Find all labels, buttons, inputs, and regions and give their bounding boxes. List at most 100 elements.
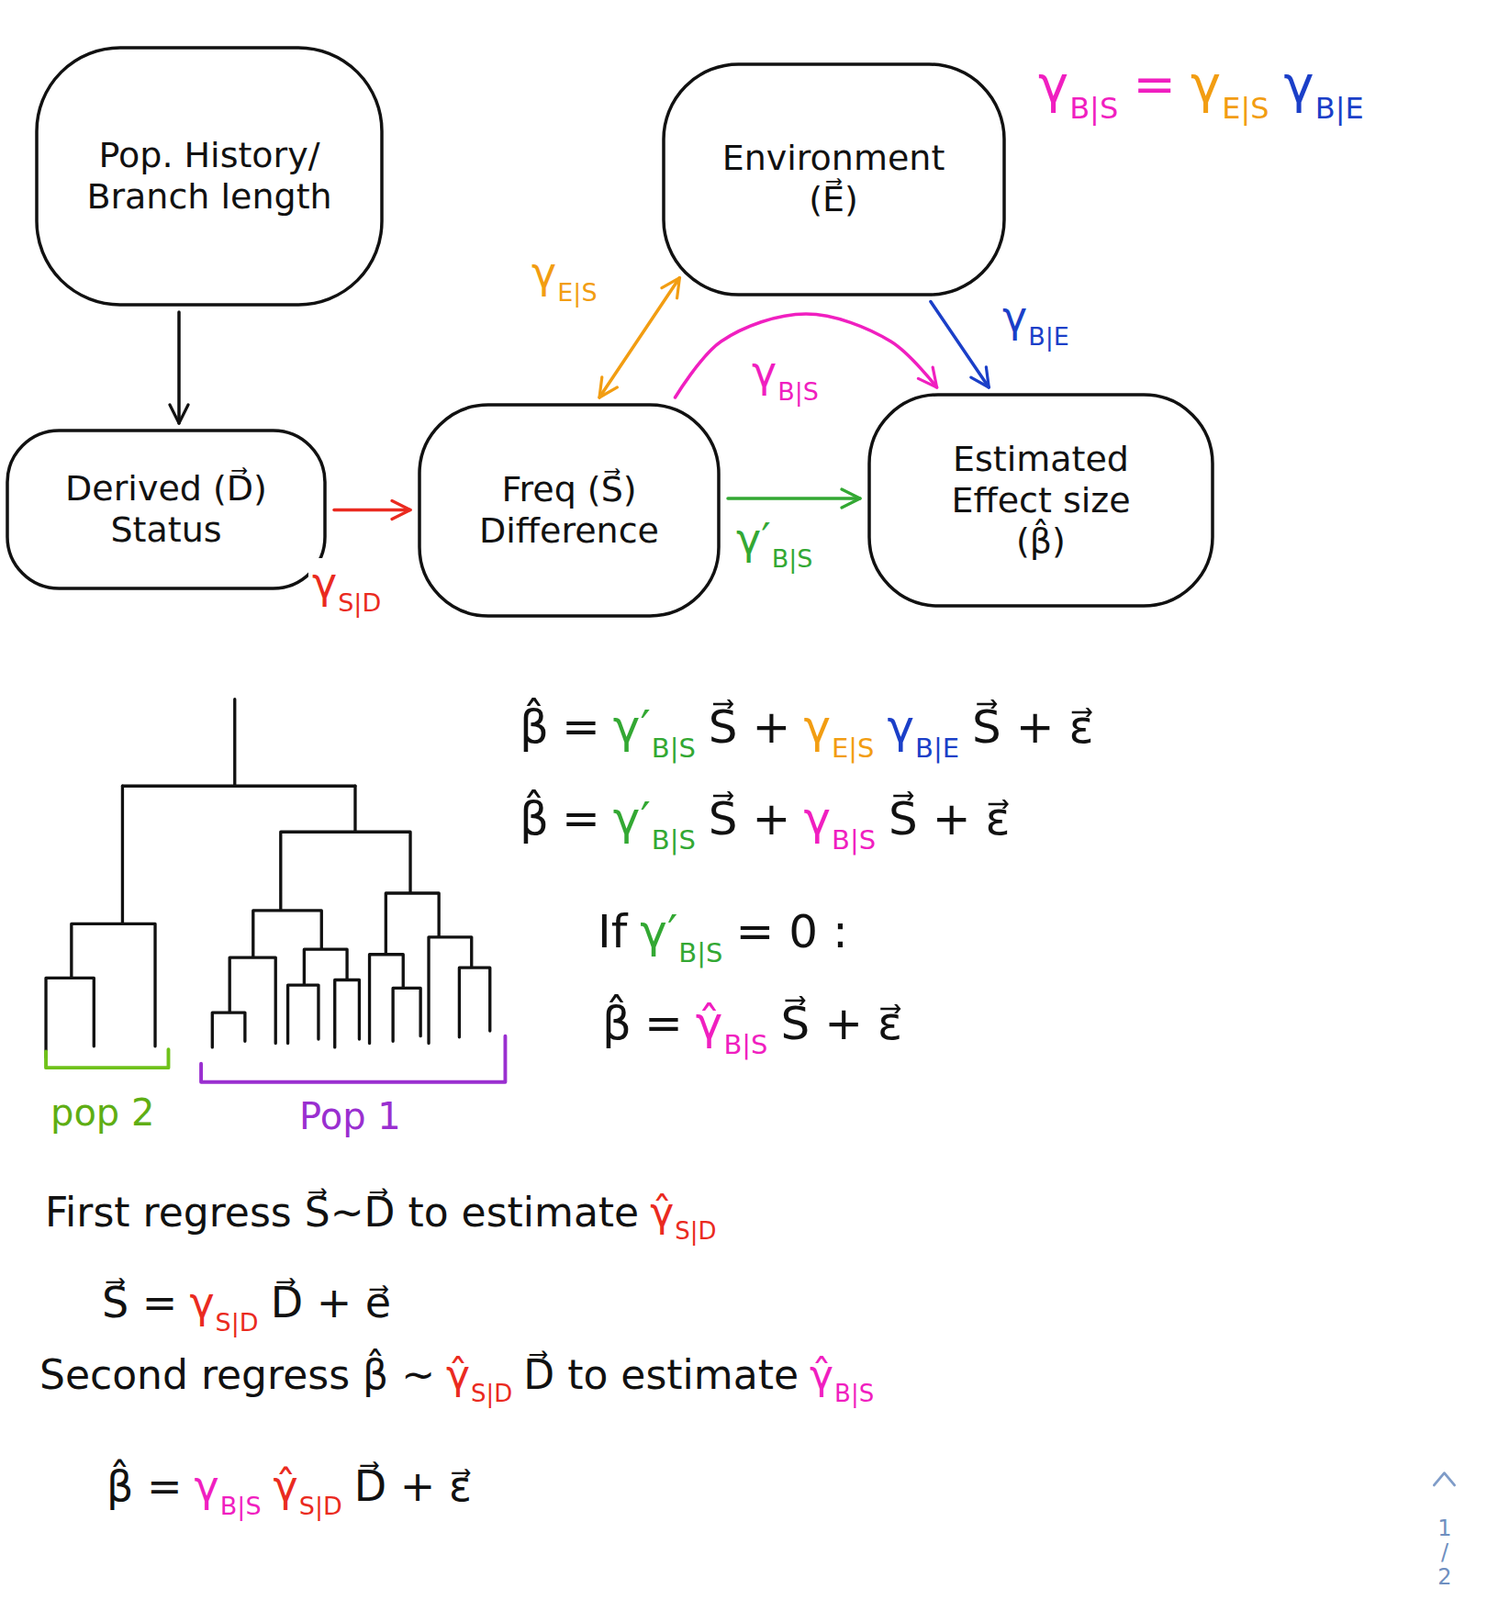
connector-arrow bbox=[727, 496, 861, 501]
math-text: S⃗ + ε⃗ bbox=[781, 995, 903, 1051]
blob-border bbox=[7, 430, 325, 589]
blob-border bbox=[36, 47, 382, 305]
math-text: γ′ bbox=[639, 904, 678, 960]
blob-border bbox=[663, 64, 1005, 295]
math-text: = bbox=[644, 995, 683, 1051]
tree-pop2-clade bbox=[45, 785, 156, 1058]
subscript: E|S bbox=[1221, 90, 1269, 126]
node-label: Derived (D⃗) Status bbox=[42, 468, 291, 551]
connector-arrow bbox=[599, 278, 680, 398]
subscript: S|D bbox=[215, 1308, 259, 1338]
text-line: First regress S⃗~D⃗ to estimateγ̂S|D bbox=[44, 1188, 717, 1246]
pop2-bracket bbox=[45, 1049, 168, 1068]
math-text: = 0 : bbox=[735, 904, 848, 960]
edge-label-group: γS|D bbox=[308, 558, 384, 618]
subscript: B|S bbox=[220, 1491, 262, 1521]
subscript: B|S bbox=[1069, 90, 1119, 126]
math-text: = bbox=[561, 791, 601, 847]
blob-border bbox=[869, 394, 1213, 606]
node-label: Pop. History/ Branch length bbox=[71, 134, 347, 218]
math-text: β̂ bbox=[519, 699, 549, 755]
math-text: γ bbox=[803, 699, 831, 755]
subscript: S|D bbox=[674, 1217, 716, 1246]
connector-arrow bbox=[334, 508, 411, 513]
math-text: Pop 1 bbox=[299, 1094, 402, 1139]
connector-arrow bbox=[177, 312, 181, 424]
math-text: β̂ = bbox=[106, 1461, 183, 1512]
tree-root bbox=[122, 699, 356, 787]
text-line: Ifγ′B|S = 0 : bbox=[596, 904, 849, 970]
math-text: γ bbox=[194, 1461, 220, 1512]
math-text: If bbox=[597, 904, 627, 960]
subscript: S|D bbox=[470, 1379, 513, 1409]
text-line: γB|S=γE|SγB|E bbox=[1037, 53, 1365, 126]
subscript: B|E bbox=[1028, 322, 1070, 352]
math-text: S⃗ + ε⃗ bbox=[888, 791, 1010, 847]
math-text: γ̂ bbox=[809, 1351, 834, 1400]
math-text: γ′ bbox=[736, 514, 772, 565]
connector-arrow bbox=[930, 301, 989, 389]
math-text: γ bbox=[1190, 53, 1221, 115]
math-text: S⃗ = bbox=[101, 1277, 178, 1329]
math-text: γ̂ bbox=[273, 1461, 299, 1512]
text-line: Pop 1 bbox=[298, 1094, 402, 1139]
math-text: γ bbox=[803, 791, 831, 847]
node-label: Estimated Effect size (β̂) bbox=[938, 438, 1145, 562]
node-label: Freq (S⃗) Difference bbox=[454, 469, 684, 552]
subscript: E|S bbox=[831, 732, 875, 765]
math-text: = bbox=[1132, 53, 1176, 115]
text-line: β̂=γ̂B|SS⃗ + ε⃗ bbox=[601, 995, 903, 1062]
math-text: γ bbox=[1284, 53, 1315, 115]
page-up-chevron bbox=[1433, 1473, 1454, 1486]
math-text: γ bbox=[189, 1277, 214, 1329]
edge-label-group: γ′B|S bbox=[732, 514, 816, 574]
subscript: S|D bbox=[337, 588, 381, 618]
math-text: First regress S⃗~D⃗ to estimate bbox=[44, 1188, 639, 1238]
math-text: D⃗ + e⃗ bbox=[270, 1277, 392, 1329]
subscript: B|S bbox=[723, 1028, 768, 1062]
subscript: S|D bbox=[299, 1491, 343, 1521]
subscript: B|S bbox=[771, 544, 814, 574]
math-text: γ̂ bbox=[446, 1351, 470, 1400]
subscript: B|S bbox=[777, 377, 819, 407]
subscript: B|S bbox=[678, 937, 723, 970]
text-line: β̂ =γB|S γ̂S|D D⃗ + ε⃗ bbox=[105, 1461, 472, 1521]
math-text: S⃗ + bbox=[708, 699, 792, 755]
pop1-bracket bbox=[201, 1036, 505, 1083]
math-text: 1 / 2 bbox=[1437, 1515, 1452, 1590]
text-line: S⃗ =γS|D D⃗ + e⃗ bbox=[100, 1277, 392, 1338]
subscript: B|E bbox=[1315, 90, 1365, 126]
edge-label-group: γB|S bbox=[748, 346, 822, 407]
node-label: Environment (E⃗) bbox=[704, 137, 962, 221]
subscript: B|S bbox=[831, 824, 876, 857]
text-line: Second regress β̂ ~γ̂S|DD⃗ to estimateγ̂… bbox=[38, 1351, 874, 1409]
math-text: γ bbox=[312, 558, 337, 609]
math-text: γ bbox=[751, 346, 777, 398]
text-line: β̂=γ′B|SS⃗ +γE|SγB|ES⃗ + ε⃗ bbox=[518, 699, 1095, 765]
blob-border bbox=[419, 404, 719, 616]
node-blob: Derived (D⃗) Status bbox=[5, 428, 327, 591]
math-text: = bbox=[561, 699, 601, 755]
math-text: γ̂ bbox=[695, 995, 724, 1051]
math-text: γ′ bbox=[613, 699, 651, 755]
math-text: γ′ bbox=[613, 791, 651, 847]
subscript: E|S bbox=[557, 278, 597, 308]
math-text: β̂ bbox=[519, 791, 549, 847]
math-text: S⃗ + bbox=[708, 791, 792, 847]
math-text: γ̂ bbox=[649, 1188, 674, 1238]
math-text: D⃗ + ε⃗ bbox=[354, 1461, 472, 1512]
math-text: pop 2 bbox=[50, 1090, 155, 1135]
math-text: γ bbox=[1002, 291, 1028, 343]
subscript: B|S bbox=[834, 1379, 874, 1409]
math-text: γ bbox=[887, 699, 916, 755]
math-text: γ bbox=[531, 247, 557, 299]
subscript: B|S bbox=[651, 824, 696, 857]
math-text: γ bbox=[1038, 53, 1069, 115]
math-text: D⃗ to estimate bbox=[523, 1351, 799, 1400]
node-blob: Pop. History/ Branch length bbox=[34, 45, 384, 307]
math-text: S⃗ + ε⃗ bbox=[972, 699, 1094, 755]
text-line: β̂=γ′B|SS⃗ +γB|SS⃗ + ε⃗ bbox=[518, 791, 1011, 857]
subscript: B|S bbox=[651, 732, 696, 765]
subscript: B|E bbox=[915, 732, 960, 765]
